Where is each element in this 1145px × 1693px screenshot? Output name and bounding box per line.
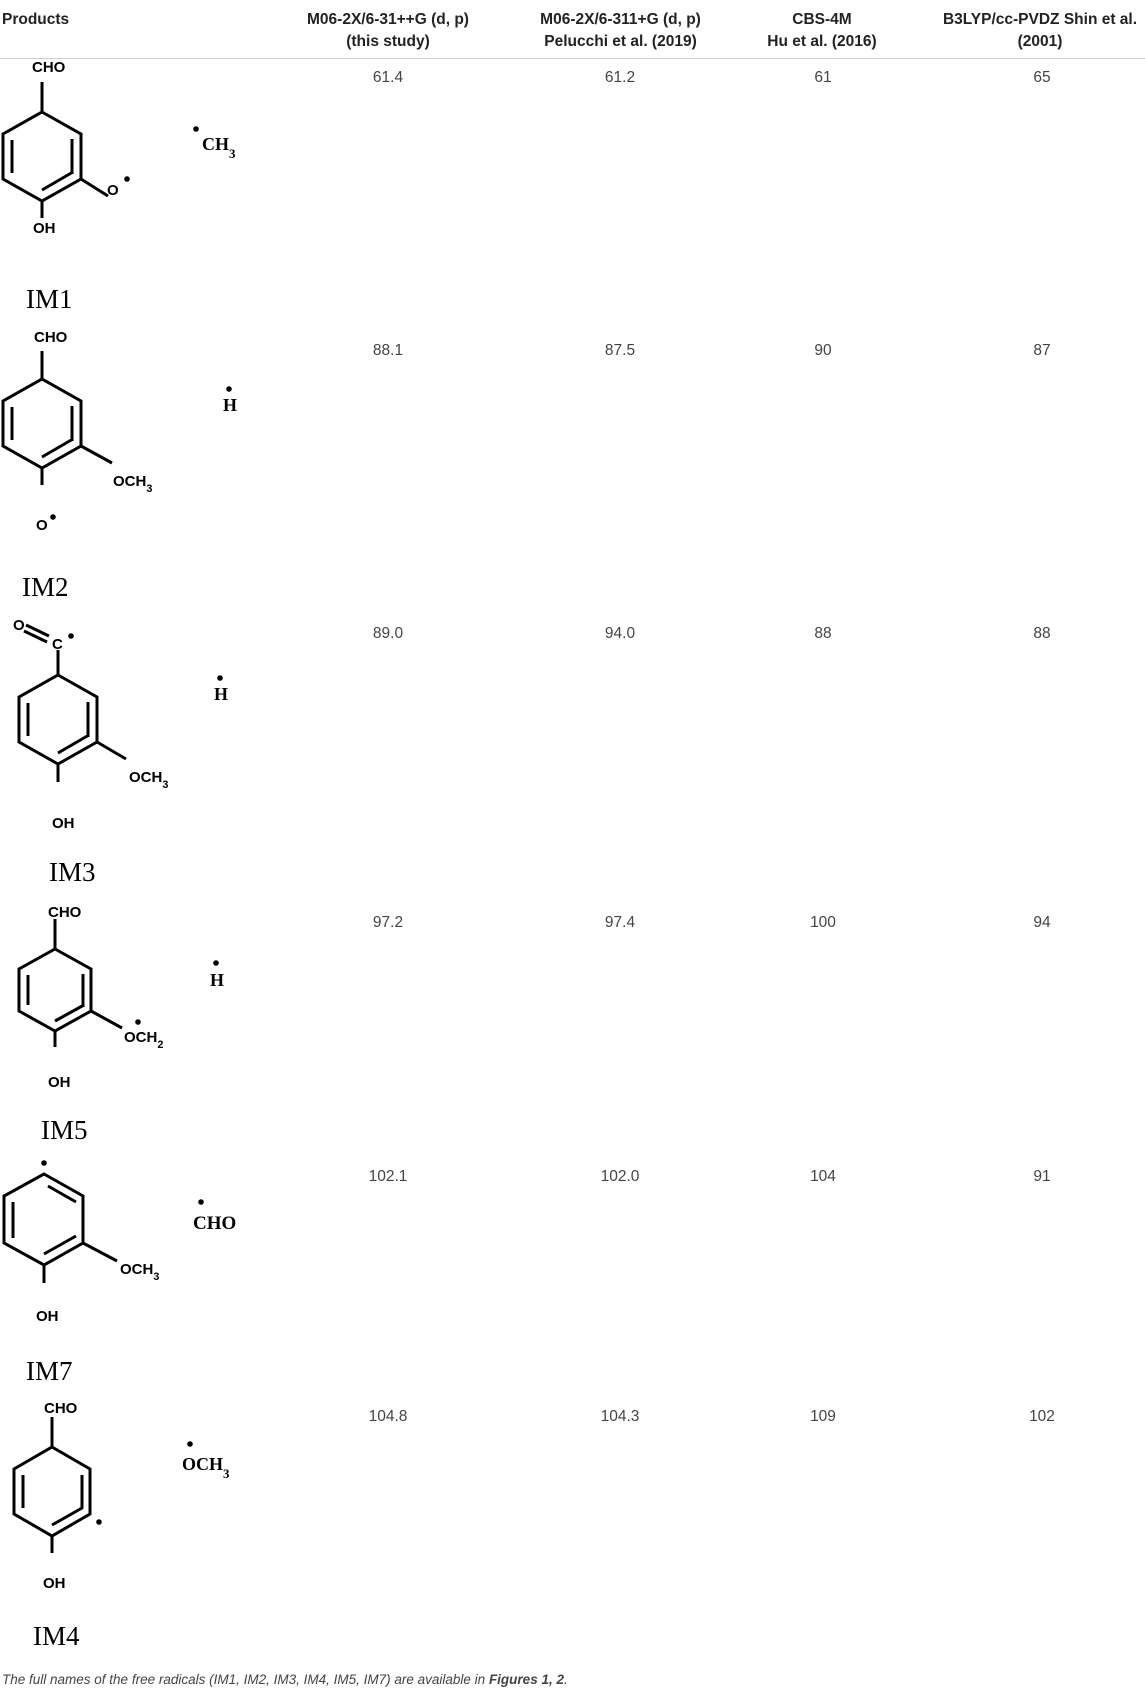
header-divider <box>0 58 1145 59</box>
value-col1: 89.0 <box>372 625 404 642</box>
value-col1: 97.2 <box>372 914 404 931</box>
value-col4: 102 <box>1029 1408 1055 1425</box>
table-footnote: The full names of the free radicals (IM1… <box>2 1672 568 1687</box>
table-row: CHO OCH2 OH H IM5 97.2 97.4 100 94 <box>0 901 1145 1151</box>
im2-top-substituent: CHO <box>34 331 68 346</box>
value-col4: 87 <box>1033 342 1051 359</box>
header-products: Products <box>2 11 70 28</box>
im3-bottom-substituent: OH <box>52 815 75 832</box>
header-col2-line2: Pelucchi et al. (2019) <box>544 33 697 50</box>
value-col2: 97.4 <box>604 914 636 931</box>
molecule-im2-structure: CHO OCH3 O H <box>1 331 237 534</box>
im2-radical: H <box>223 395 237 415</box>
molecule-im1-structure: CHO O OH CH3 <box>1 60 236 237</box>
header-col1: M06-2X/6-31++G (d, p) (this study) <box>288 9 488 53</box>
table-row: O C OCH3 OH H IM3 89.0 94.0 88 88 <box>0 614 1145 889</box>
table-row: CHO OCH3 O H IM2 88.1 87.5 90 87 <box>0 331 1145 606</box>
im5-side-substituent: OCH2 <box>124 1029 163 1051</box>
value-col4: 94 <box>1033 914 1051 931</box>
value-col1: 102.1 <box>368 1168 408 1185</box>
im1-bottom-substituent: OH <box>33 220 56 237</box>
im7-bottom-substituent: OH <box>36 1308 59 1325</box>
molecule-label: IM1 <box>26 284 73 314</box>
molecule-im4-structure: CHO OH OCH3 <box>12 1400 230 1592</box>
im1-radical: CH3 <box>202 134 236 161</box>
im2-bottom-substituent: O <box>36 517 48 534</box>
value-col1: 88.1 <box>372 342 404 359</box>
header-col4-line1: B3LYP/cc-PVDZ Shin et al. <box>942 11 1138 28</box>
table-header: Products M06-2X/6-31++G (d, p) (this stu… <box>0 0 1145 58</box>
molecule-label: IM4 <box>33 1621 80 1651</box>
header-col3-line2: Hu et al. (2016) <box>767 33 877 50</box>
value-col2: 94.0 <box>604 625 636 642</box>
footnote-figure-link[interactable]: Figures 1, 2 <box>488 1672 564 1687</box>
header-col4-line2: (2001) <box>1017 33 1063 50</box>
molecule-label: IM2 <box>22 572 69 602</box>
molecule-im7-structure: OCH3 OH CHO <box>2 1160 236 1325</box>
molecule-im5-structure: CHO OCH2 OH H <box>17 904 224 1091</box>
value-col2: 104.3 <box>600 1408 640 1425</box>
im3-radical: H <box>214 684 228 704</box>
im3-side-substituent: OCH3 <box>129 769 168 791</box>
im5-bottom-substituent: OH <box>48 1074 71 1091</box>
molecule-label: IM7 <box>26 1356 73 1386</box>
value-col3: 100 <box>810 914 836 931</box>
table-row: OCH3 OH CHO IM7 102.1 102.0 104 91 <box>0 1156 1145 1396</box>
value-col2: 87.5 <box>604 342 636 359</box>
value-col4: 65 <box>1033 69 1051 86</box>
table-row: CHO O OH CH3 IM1 61.4 61.2 61 65 <box>0 60 1145 320</box>
table-row: CHO OH OCH3 IM4 104.8 104.3 109 102 <box>0 1397 1145 1657</box>
value-col3: 104 <box>810 1168 836 1185</box>
im1-top-substituent: CHO <box>32 60 66 76</box>
value-col3: 109 <box>810 1408 836 1425</box>
value-col3: 88 <box>814 625 832 642</box>
header-col2: M06-2X/6-311+G (d, p) Pelucchi et al. (2… <box>518 9 723 53</box>
value-col4: 91 <box>1033 1168 1051 1185</box>
im4-top-substituent: CHO <box>44 1400 78 1417</box>
im4-radical: OCH3 <box>182 1454 230 1481</box>
im4-bottom-substituent: OH <box>43 1575 66 1592</box>
value-col1: 61.4 <box>372 69 404 86</box>
value-col3: 90 <box>814 342 832 359</box>
value-col1: 104.8 <box>368 1408 408 1425</box>
header-col2-line1: M06-2X/6-311+G (d, p) <box>540 11 701 28</box>
value-col3: 61 <box>814 69 832 86</box>
im3-carbonyl-carbon: C <box>52 636 63 653</box>
im5-top-substituent: CHO <box>48 904 82 921</box>
value-col2: 102.0 <box>600 1168 640 1185</box>
im5-radical: H <box>210 970 224 990</box>
im3-top-substituent: O <box>13 617 25 634</box>
footnote-text: The full names of the free radicals (IM1… <box>2 1672 489 1687</box>
header-col3: CBS-4M Hu et al. (2016) <box>742 9 902 53</box>
im2-side-substituent: OCH3 <box>113 473 152 495</box>
value-col4: 88 <box>1033 625 1051 642</box>
molecule-label: IM3 <box>49 857 96 887</box>
molecule-im3-structure: O C OCH3 OH H <box>13 617 228 832</box>
footnote-end: . <box>563 1672 568 1687</box>
value-col2: 61.2 <box>604 69 636 86</box>
header-col3-line1: CBS-4M <box>792 11 852 28</box>
im7-radical: CHO <box>193 1213 236 1234</box>
header-col4: B3LYP/cc-PVDZ Shin et al. (2001) <box>935 9 1145 53</box>
molecule-label: IM5 <box>41 1115 88 1145</box>
im7-side-substituent: OCH3 <box>120 1261 159 1283</box>
header-col1-line2: (this study) <box>346 33 430 50</box>
im1-side-substituent: O <box>107 182 119 199</box>
header-col1-line1: M06-2X/6-31++G (d, p) <box>307 11 469 28</box>
